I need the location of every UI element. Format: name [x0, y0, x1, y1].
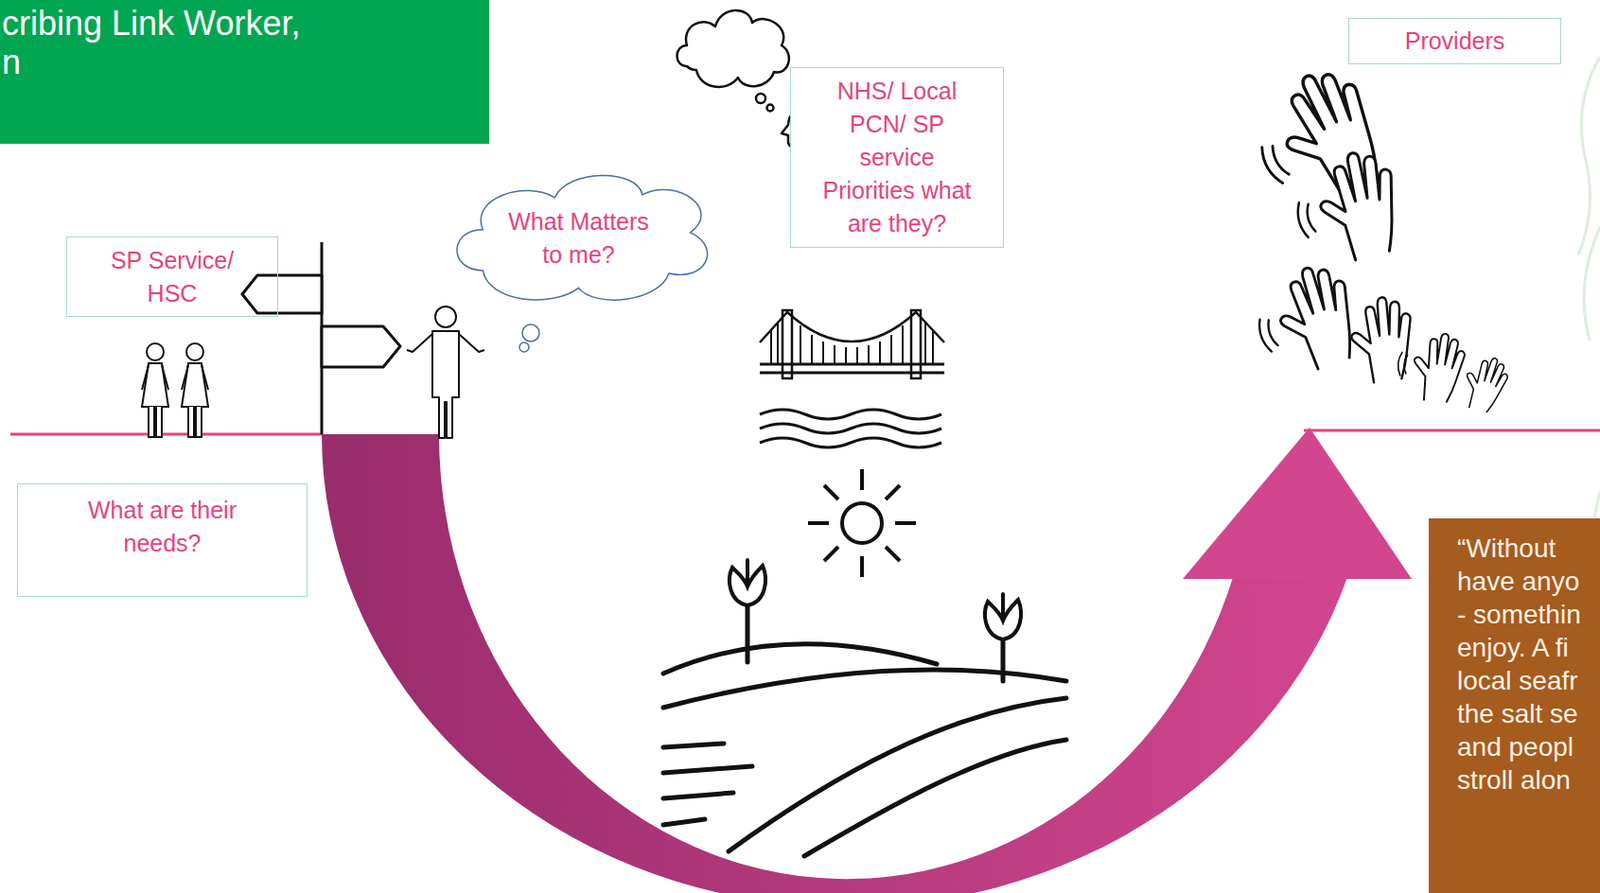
landscape-icon — [663, 560, 1067, 857]
water-waves — [759, 409, 942, 448]
people-icon — [141, 343, 209, 438]
hand — [1459, 352, 1512, 416]
tree-crown — [729, 560, 766, 606]
motion-lines — [1255, 316, 1280, 353]
box-label: NHS/ Local PCN/ SP service Priorities wh… — [812, 74, 982, 241]
text-holder: NHS/ Local PCN/ SP service Priorities wh… — [812, 74, 982, 241]
arms — [406, 334, 485, 352]
ground-line — [10, 433, 322, 437]
text-holder: What are their needs? — [63, 493, 263, 561]
legs — [148, 406, 162, 438]
box-label: Providers — [1405, 24, 1506, 58]
person-icon — [406, 306, 485, 439]
bubble — [519, 342, 529, 352]
box-label: What are their needs? — [63, 493, 263, 561]
dress — [141, 363, 169, 407]
sun-rays — [808, 469, 916, 578]
wave — [759, 423, 942, 434]
ground-line — [1303, 429, 1600, 433]
motion-lines — [1294, 200, 1317, 239]
process-box: NHS/ Local PCN/ SP service Priorities wh… — [790, 67, 1004, 248]
arms — [141, 365, 169, 390]
hill — [804, 739, 1067, 857]
text-holder: “Without have anyo - somethin enjoy. A f… — [1457, 531, 1590, 797]
hand — [1410, 331, 1466, 404]
body — [432, 331, 459, 439]
tower — [782, 310, 792, 379]
process-box: What are their needs? — [17, 483, 308, 598]
arrow-band — [321, 434, 1348, 893]
thought-cloud: What Matters to me? — [445, 165, 712, 312]
field-lines — [663, 743, 753, 826]
legs — [188, 406, 202, 438]
wave — [759, 409, 942, 420]
hill — [728, 698, 1067, 852]
sun-disc — [842, 503, 882, 544]
sign-right — [321, 326, 401, 368]
bubble — [767, 105, 774, 112]
motion-lines — [1397, 351, 1408, 376]
quote-box: “Without have anyo - somethin enjoy. A f… — [1428, 518, 1600, 893]
bubble — [522, 324, 540, 342]
sun-icon — [808, 469, 916, 578]
text-holder: Providers — [1405, 24, 1506, 58]
dress — [181, 363, 209, 407]
decor-curve — [1578, 56, 1600, 256]
thought-cloud — [677, 10, 790, 88]
head — [186, 343, 204, 361]
hand — [1309, 144, 1410, 265]
cable — [759, 312, 945, 343]
cloud-outline — [457, 175, 708, 300]
cloud-outline — [445, 165, 712, 312]
thought-bubbles — [519, 324, 540, 352]
tree-crown — [984, 594, 1021, 640]
head — [146, 343, 164, 361]
bubble — [756, 93, 766, 104]
box-label: What Matters to me? — [500, 205, 657, 272]
tower — [911, 310, 921, 379]
arms — [181, 365, 209, 390]
text-holder: What Matters to me? — [500, 205, 657, 272]
motion-lines — [1257, 141, 1292, 186]
bridge-icon — [759, 310, 945, 379]
process-box: Providers — [1348, 17, 1562, 65]
signpost — [242, 242, 401, 435]
journey-arrow — [321, 427, 1412, 893]
title-banner: cribing Link Worker, n — [0, 0, 490, 144]
deck — [759, 364, 945, 373]
process-box: SP Service/ HSC — [66, 236, 279, 317]
text-holder: SP Service/ HSC — [96, 244, 248, 311]
title-text: cribing Link Worker, n — [1, 3, 315, 82]
box-label: SP Service/ HSC — [96, 244, 248, 311]
hill — [663, 669, 1067, 708]
hand — [1346, 294, 1419, 386]
tree-trunk — [745, 605, 751, 663]
hangers — [771, 322, 933, 365]
quote-text: “Without have anyo - somethin enjoy. A f… — [1457, 531, 1590, 797]
head — [435, 306, 457, 328]
sign-left — [242, 275, 322, 314]
tree-trunk — [1001, 639, 1006, 682]
hands-icon — [1255, 57, 1512, 415]
arrow-head — [1182, 427, 1412, 580]
hand — [1265, 258, 1369, 376]
wave — [759, 438, 942, 448]
decor-curve — [1583, 227, 1600, 341]
